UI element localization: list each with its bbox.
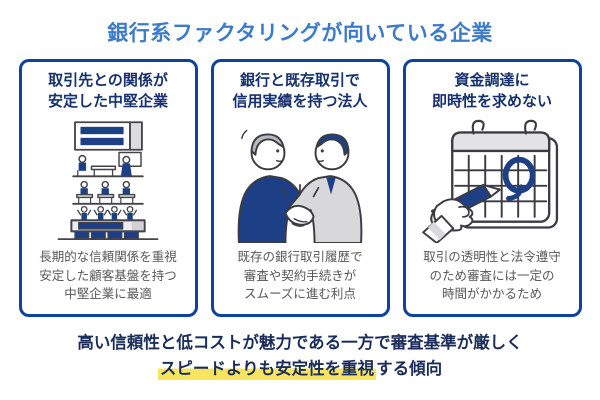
body-line: 時間がかかるため xyxy=(441,287,542,302)
summary-line-2: スピードよりも安定性を重視する傾向 xyxy=(0,357,600,383)
card-no-immediacy-needed: 資金調達に 即時性を求めない xyxy=(402,59,582,317)
card-stable-midsize-company: 取引先との関係が 安定した中堅企業 xyxy=(18,59,198,317)
body-line: 審査や契約手続きが xyxy=(243,268,357,283)
office-building-icon xyxy=(26,112,191,247)
heading-line: 取引先との関係が xyxy=(48,72,168,89)
cards-row: 取引先との関係が 安定した中堅企業 xyxy=(0,59,600,317)
card-heading: 取引先との関係が 安定した中堅企業 xyxy=(48,71,168,112)
heading-line: 安定した中堅企業 xyxy=(47,92,168,110)
heading-line: 信用実績を持つ法人 xyxy=(232,92,368,110)
summary-line-2-rest: する傾向 xyxy=(376,359,443,378)
body-line: のため審査には一定の xyxy=(429,268,555,283)
body-line: 長期的な信頼関係を重視 xyxy=(39,249,177,264)
summary-text: 高い信頼性と低コストが魅力である一方で審査基準が厳しく スピードよりも安定性を重… xyxy=(0,331,600,382)
page-title: 銀行系ファクタリングが向いている企業 xyxy=(107,22,493,45)
card-description: 取引の透明性と法令遵守 のため審査には一定の 時間がかかるため xyxy=(423,248,561,304)
card-heading: 資金調達に 即時性を求めない xyxy=(432,71,552,112)
body-line: スムーズに進む利点 xyxy=(244,287,356,302)
body-line: 取引の透明性と法令遵守 xyxy=(423,249,561,264)
highlighted-text: スピードよりも安定性を重視 xyxy=(157,359,377,380)
card-description: 長期的な信頼関係を重視 安定した顧客基盤を持つ 中堅企業に最適 xyxy=(39,248,177,304)
card-bank-credit-corporation: 銀行と既存取引で 信用実績を持つ法人 xyxy=(210,59,390,317)
body-line: 中堅企業に最適 xyxy=(64,287,152,302)
heading-line: 資金調達に xyxy=(454,72,530,89)
body-line: 安定した顧客基盤を持つ xyxy=(39,268,177,283)
summary-line-1: 高い信頼性と低コストが魅力である一方で審査基準が厳しく xyxy=(77,334,523,352)
handshake-icon xyxy=(218,112,383,247)
heading-line: 銀行と既存取引で xyxy=(239,72,360,89)
card-description: 既存の銀行取引履歴で 審査や契約手続きが スムーズに進む利点 xyxy=(237,248,362,304)
card-heading: 銀行と既存取引で 信用実績を持つ法人 xyxy=(232,71,367,112)
body-line: 既存の銀行取引履歴で xyxy=(237,249,363,264)
calendar-pen-icon xyxy=(410,112,575,247)
heading-line: 即時性を求めない xyxy=(431,92,552,110)
